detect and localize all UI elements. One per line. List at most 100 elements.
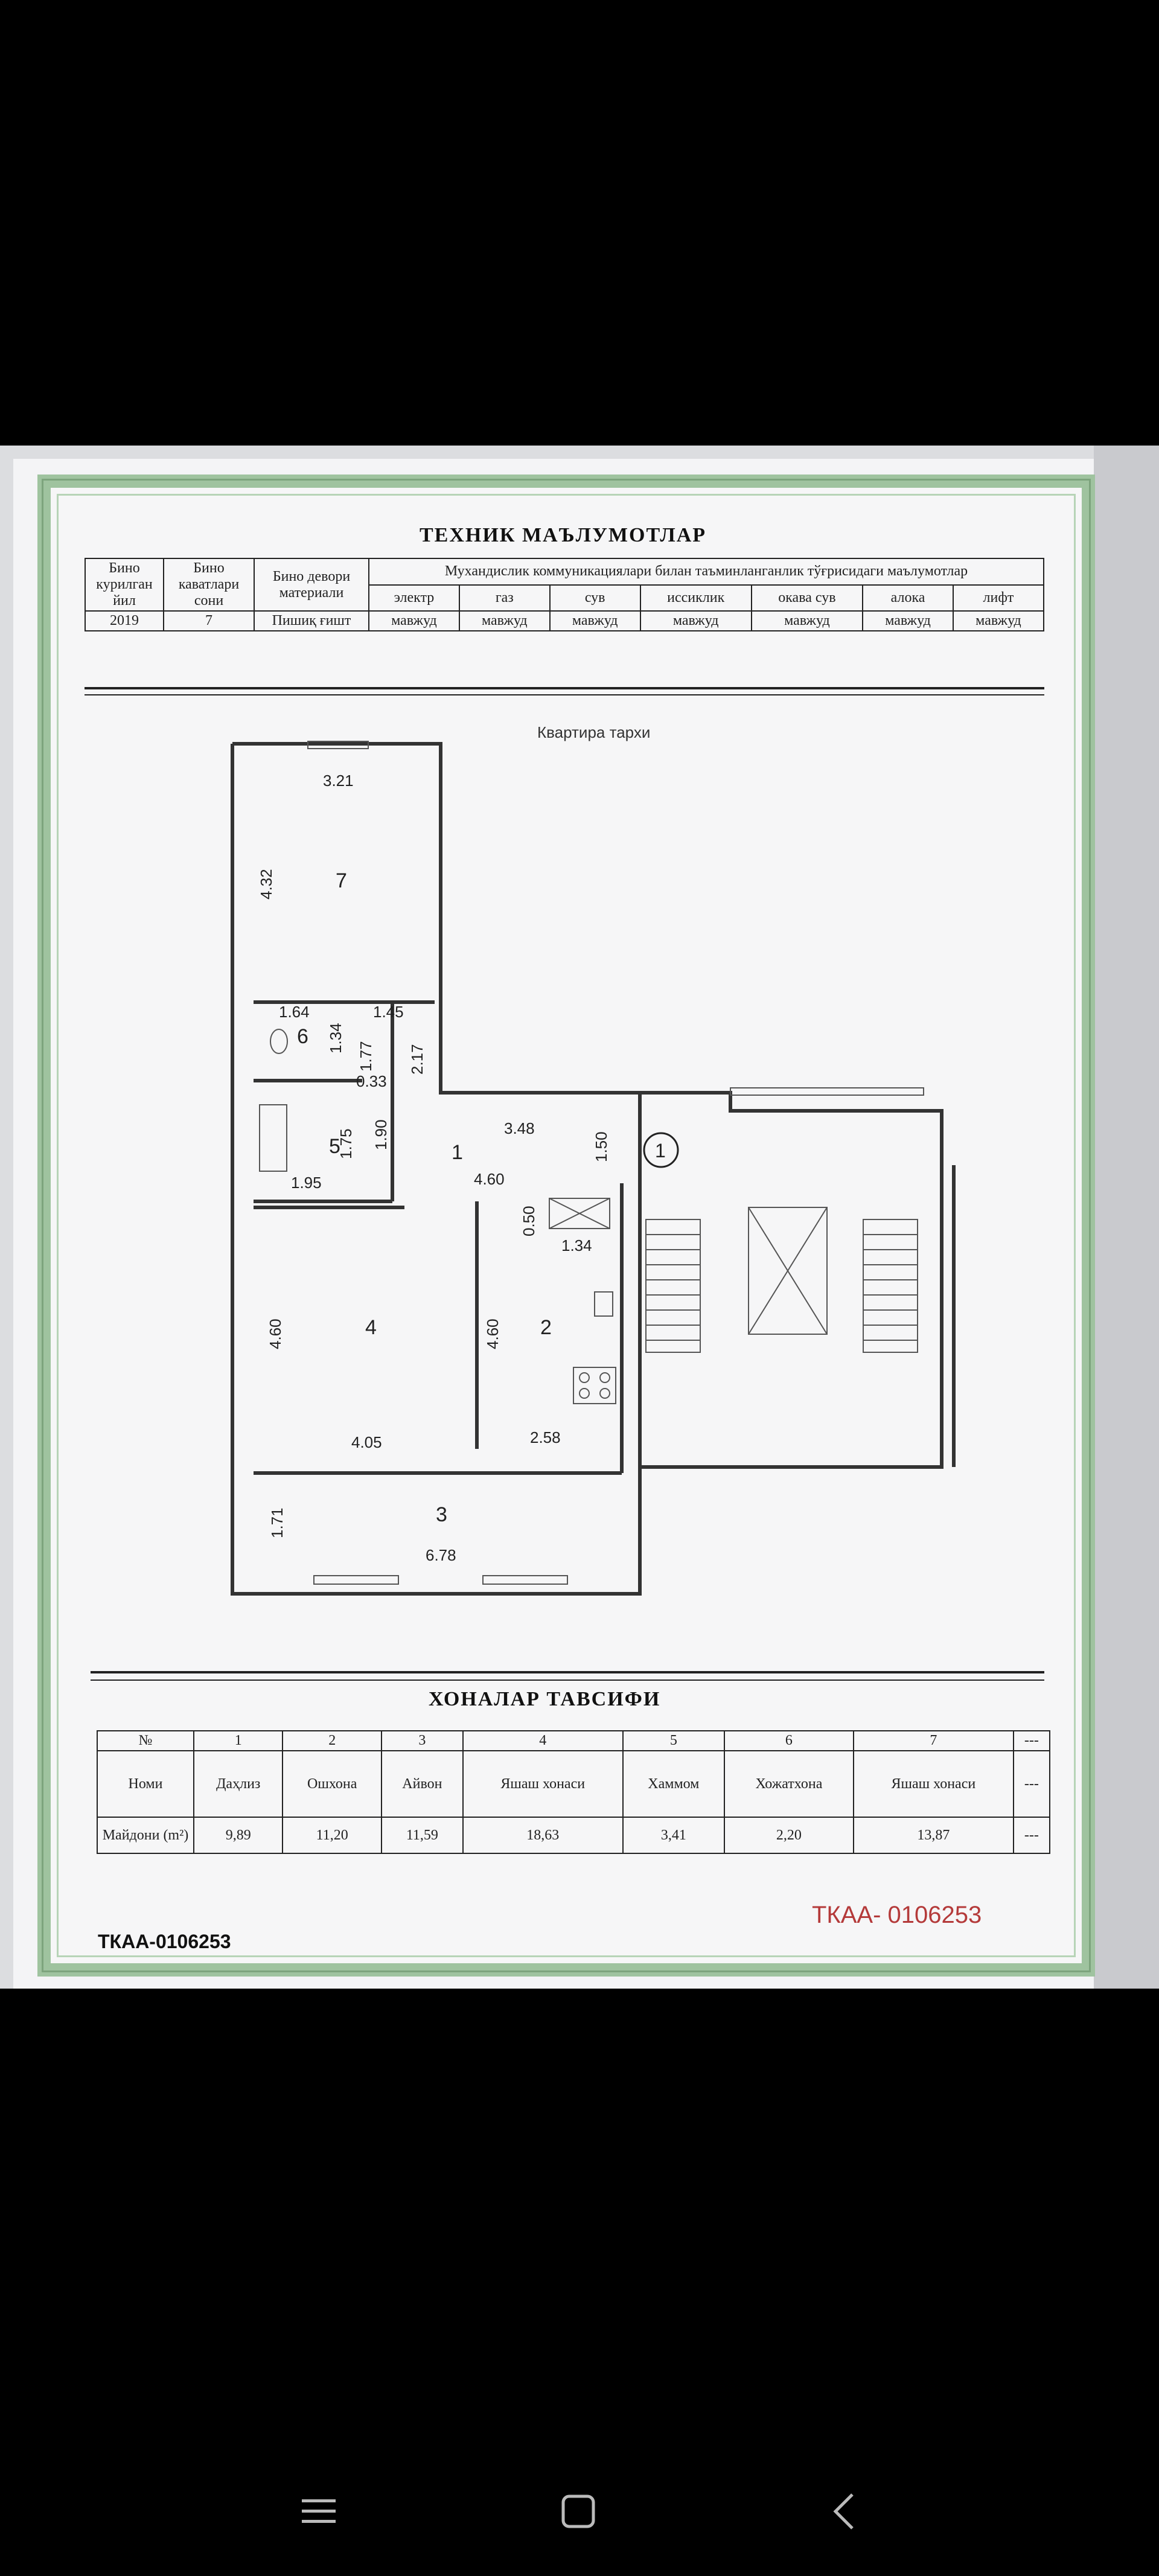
dim-label: 6.78 — [426, 1546, 456, 1564]
table-cell: 6 — [723, 1730, 854, 1751]
dimension-labels: 3.21 4.32 1.64 1.45 1.34 1.77 2.17 0.33 … — [257, 772, 610, 1564]
table-cell: 3 — [380, 1730, 464, 1751]
utility-value: мавжуд — [639, 610, 752, 631]
room-number-5: 5 — [329, 1135, 340, 1158]
utility-header: электр — [368, 584, 460, 612]
table-cell: Яшаш хонаси — [462, 1750, 624, 1818]
plan-title: Квартира тархи — [537, 723, 651, 741]
table-cell: --- — [1012, 1750, 1051, 1818]
section-marker-label: 1 — [655, 1140, 666, 1162]
table-cell: --- — [1012, 1817, 1051, 1854]
dim-label: 4.60 — [474, 1170, 505, 1188]
dim-label: 4.05 — [351, 1433, 382, 1451]
dim-label: 1.45 — [373, 1003, 404, 1021]
plan-fixtures — [259, 741, 924, 1585]
dim-label: 1.34 — [561, 1236, 592, 1254]
utility-value: мавжуд — [368, 610, 460, 631]
tech-title: ТЕХНИК МАЪЛУМОТЛАР — [420, 524, 707, 546]
table-cell: 11,20 — [282, 1817, 382, 1854]
section-marker-circle — [643, 1132, 679, 1168]
table-row: Майдони (m²) 9,89 11,20 11,59 18,63 3,41… — [97, 1817, 1051, 1854]
year-value: 2019 — [85, 610, 164, 631]
room-number-3: 3 — [436, 1503, 447, 1526]
utility-value: мавжуд — [750, 610, 864, 631]
material-value: Пишиқ ғишт — [254, 610, 369, 631]
table-cell: 13,87 — [852, 1817, 1014, 1854]
room-number-2: 2 — [540, 1316, 552, 1339]
dim-label: 1.34 — [327, 1023, 345, 1053]
table-cell: Ошхона — [282, 1750, 382, 1818]
dim-label: 0.33 — [356, 1072, 387, 1090]
dim-label: 4.60 — [266, 1318, 284, 1349]
rooms-table: № 1 2 3 4 5 6 7 --- Номи Даҳлиз Ошхона А… — [97, 1730, 1051, 1854]
utility-header: газ — [458, 584, 551, 612]
utility-header: иссиклик — [639, 584, 752, 612]
table-cell: --- — [1012, 1730, 1051, 1751]
dim-label: 1.50 — [592, 1131, 610, 1162]
utility-value: мавжуд — [952, 610, 1045, 631]
dim-label: 4.60 — [484, 1318, 502, 1349]
table-cell: 11,59 — [380, 1817, 464, 1854]
utility-value: мавжуд — [458, 610, 551, 631]
table-cell: Хожатхона — [723, 1750, 854, 1818]
dim-label: 1.71 — [268, 1507, 286, 1538]
divider — [85, 694, 1044, 695]
col-floors-header: Бино каватлари сони — [163, 558, 255, 612]
serial-number-red: ТКАА- 0106253 — [812, 1902, 982, 1929]
table-cell: Даҳлиз — [193, 1750, 284, 1818]
table-cell: 3,41 — [622, 1817, 725, 1854]
table-cell: Хаммом — [622, 1750, 725, 1818]
room-number-6: 6 — [297, 1025, 308, 1048]
divider — [85, 687, 1044, 689]
dim-label: 0.50 — [520, 1206, 538, 1236]
table-cell: 2,20 — [723, 1817, 854, 1854]
table-cell: 1 — [193, 1730, 284, 1751]
floors-value: 7 — [163, 610, 255, 631]
utility-header: алока — [862, 584, 954, 612]
table-row: № 1 2 3 4 5 6 7 --- — [97, 1730, 1051, 1751]
tech-table: Бино курилган йил Бино каватлари сони Би… — [85, 558, 1045, 631]
room-numbers: 1 2 3 4 5 6 7 — [297, 869, 552, 1526]
dim-label: 1.64 — [279, 1003, 310, 1021]
row-label-area: Майдони (m²) — [97, 1817, 194, 1854]
table-cell: 7 — [852, 1730, 1014, 1751]
dim-label: 1.90 — [372, 1119, 390, 1150]
dim-label: 1.75 — [337, 1128, 355, 1159]
plan-walls — [231, 742, 956, 1596]
divider — [91, 1680, 1044, 1681]
divider — [91, 1671, 1044, 1673]
row-label-no: № — [97, 1730, 194, 1751]
decorative-border — [37, 475, 1095, 1977]
rooms-title: ХОНАЛАР ТАВСИФИ — [429, 1688, 661, 1710]
comm-header: Мухандислик коммуникациялари билан таъми… — [368, 558, 1044, 586]
utility-header: окава сув — [750, 584, 864, 612]
table-cell: 9,89 — [193, 1817, 284, 1854]
serial-number-black: ТКАА-0106253 — [98, 1931, 231, 1952]
back-chevron-icon[interactable] — [821, 2487, 869, 2536]
dim-label: 1.95 — [291, 1174, 322, 1192]
utility-header: лифт — [952, 584, 1045, 612]
table-cell: 2 — [282, 1730, 382, 1751]
table-cell: 4 — [462, 1730, 624, 1751]
room-number-4: 4 — [365, 1316, 377, 1339]
utility-value: мавжуд — [862, 610, 954, 631]
dim-label: 1.77 — [357, 1041, 375, 1072]
dim-label: 4.32 — [257, 869, 275, 900]
room-number-1: 1 — [452, 1141, 463, 1164]
utility-value: мавжуд — [549, 610, 641, 631]
utility-header: сув — [549, 584, 641, 612]
room-number-7: 7 — [336, 869, 347, 892]
home-square-icon[interactable] — [554, 2487, 602, 2536]
dim-label: 3.21 — [323, 772, 354, 790]
dim-label: 3.48 — [504, 1119, 535, 1137]
menu-icon[interactable] — [295, 2487, 343, 2536]
col-year-header: Бино курилган йил — [85, 558, 164, 612]
dim-label: 2.17 — [408, 1044, 426, 1075]
serial-number: 0106253 — [887, 1902, 982, 1928]
dim-label: 2.58 — [530, 1428, 561, 1446]
system-nav-bar — [0, 2469, 1159, 2554]
table-cell: Яшаш хонаси — [852, 1750, 1014, 1818]
table-cell: 5 — [622, 1730, 725, 1751]
plastic-sleeve — [1094, 446, 1159, 1989]
